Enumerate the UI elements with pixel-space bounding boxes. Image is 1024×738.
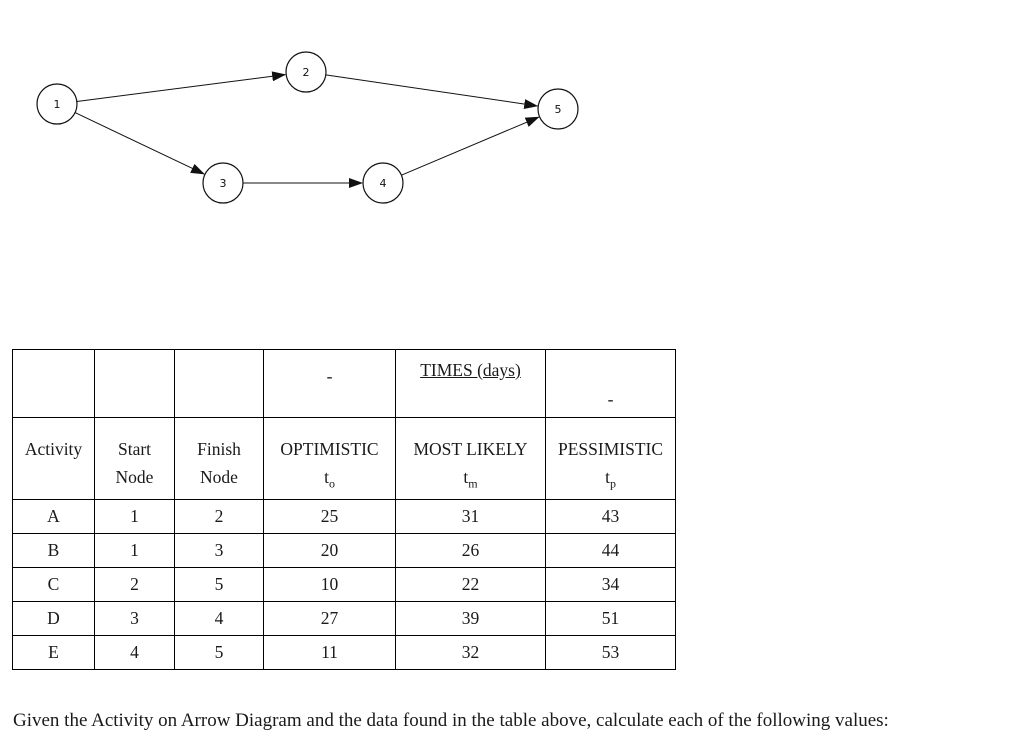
header-most-likely: MOST LIKELY tm	[395, 417, 546, 500]
header-pessimistic-label: PESSIMISTIC	[557, 439, 664, 459]
header-dash: -	[607, 389, 614, 409]
node-3: 3	[202, 162, 244, 204]
node-label: 5	[555, 103, 562, 116]
node-label: 4	[380, 177, 387, 190]
header-finish-label-2: Node	[200, 467, 238, 487]
node-circle	[537, 88, 579, 130]
table-cell-tp: 51	[545, 600, 676, 636]
times-title-cell: TIMES (days)	[395, 349, 546, 418]
table-cell-finish: 5	[174, 634, 264, 670]
header-activity-label: Activity	[24, 439, 83, 459]
node-label: 2	[303, 66, 310, 79]
arrow-4-5	[401, 116, 540, 176]
header-dash: -	[326, 366, 333, 386]
table-cell-tm: 39	[395, 600, 546, 636]
header-start-label: Start	[117, 439, 152, 459]
table-cell-to: 25	[263, 498, 396, 534]
table-cell-tp: 34	[545, 566, 676, 602]
arrow-1-3	[74, 112, 205, 175]
activity-times-table: - TIMES (days) - Activity Start Node Fin…	[12, 349, 676, 670]
header-blank-cell	[94, 349, 175, 418]
table-header-main: Activity Start Node Finish Node OPTIMIST…	[12, 417, 676, 500]
times-title: TIMES (days)	[420, 360, 521, 380]
table-cell-activity: C	[12, 566, 95, 602]
node-4: 4	[362, 162, 404, 204]
table-cell-to: 10	[263, 566, 396, 602]
header-finish-node: Finish Node	[174, 417, 264, 500]
activity-on-arrow-diagram: 1 2 3 4 5	[36, 51, 579, 204]
table-cell-tm: 22	[395, 566, 546, 602]
node-1: 1	[36, 83, 78, 125]
table-cell-start: 1	[94, 532, 175, 568]
header-pessimistic-symbol: tp	[605, 467, 616, 491]
table-cell-finish: 2	[174, 498, 264, 534]
header-optimistic: OPTIMISTIC to	[263, 417, 396, 500]
header-start-label-2: Node	[115, 467, 154, 487]
table-cell-start: 3	[94, 600, 175, 636]
header-start-node: Start Node	[94, 417, 175, 500]
table-cell-to: 11	[263, 634, 396, 670]
table-header-top: - TIMES (days) -	[12, 349, 676, 418]
arrow-2-5	[325, 74, 539, 110]
header-dash-cell: -	[545, 349, 676, 418]
node-circle	[202, 162, 244, 204]
node-circle	[285, 51, 327, 93]
node-label: 1	[54, 98, 61, 111]
header-blank-cell	[12, 349, 95, 418]
header-dash-cell: -	[263, 349, 396, 418]
node-circle	[362, 162, 404, 204]
table-cell-tm: 26	[395, 532, 546, 568]
table-cell-tm: 32	[395, 634, 546, 670]
table-cell-activity: A	[12, 498, 95, 534]
table-cell-to: 27	[263, 600, 396, 636]
table-cell-tm: 31	[395, 498, 546, 534]
table-cell-tp: 53	[545, 634, 676, 670]
table-cell-finish: 5	[174, 566, 264, 602]
header-most-likely-symbol: tm	[463, 467, 478, 491]
header-optimistic-symbol: to	[324, 467, 335, 491]
table-cell-tp: 44	[545, 532, 676, 568]
header-pessimistic: PESSIMISTIC tp	[545, 417, 676, 500]
header-blank-cell	[174, 349, 264, 418]
table-cell-finish: 3	[174, 532, 264, 568]
table-cell-finish: 4	[174, 600, 264, 636]
table-cell-activity: E	[12, 634, 95, 670]
question-caption: Given the Activity on Arrow Diagram and …	[13, 710, 889, 731]
node-2: 2	[285, 51, 327, 93]
header-most-likely-label: MOST LIKELY	[413, 439, 528, 459]
node-label: 3	[220, 177, 227, 190]
header-optimistic-label: OPTIMISTIC	[280, 439, 379, 459]
node-circle	[36, 83, 78, 125]
node-5: 5	[537, 88, 579, 130]
table-cell-activity: D	[12, 600, 95, 636]
arrow-1-2	[76, 71, 287, 102]
table-cell-start: 1	[94, 498, 175, 534]
table-cell-start: 2	[94, 566, 175, 602]
header-finish-label: Finish	[197, 439, 241, 459]
table-cell-start: 4	[94, 634, 175, 670]
table-cell-tp: 43	[545, 498, 676, 534]
table-cell-to: 20	[263, 532, 396, 568]
table-cell-activity: B	[12, 532, 95, 568]
header-activity: Activity	[12, 417, 95, 500]
